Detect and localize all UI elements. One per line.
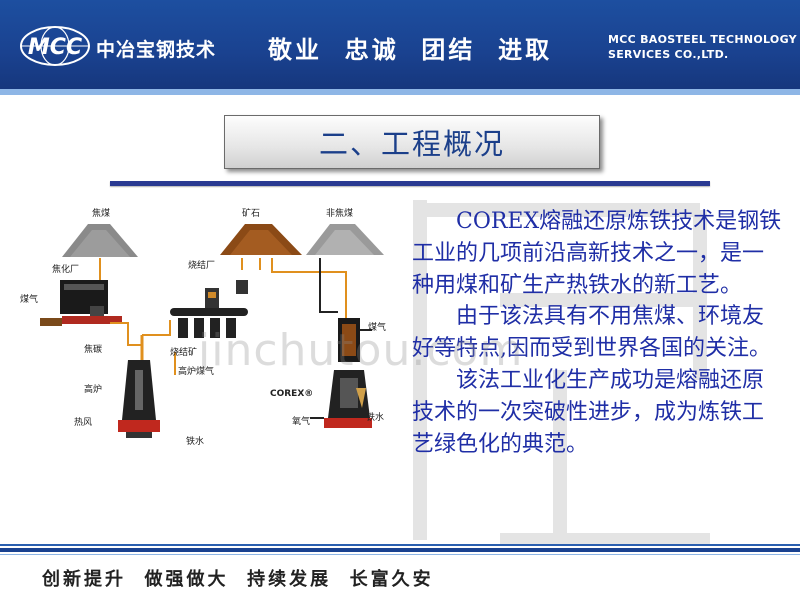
footer	[0, 544, 800, 600]
label-noncoking-coal: 非焦煤	[326, 207, 353, 219]
paragraph-3: 该法工业化生产成功是熔融还原技术的一次突破性进步，成为炼铁工艺绿色化的典范。	[412, 367, 765, 457]
background-watermark-graphic	[413, 200, 710, 547]
paragraph-1: COREX熔融还原炼铁技术是钢铁工业的几项前沿高新技术之一，是一种用煤和矿生产热…	[412, 209, 782, 298]
corex-process-diagram: 焦煤 矿石 非焦煤 焦化厂 烧结厂 煤气 焦碳 烧结矿 高炉 高炉煤气 热风 铁…	[20, 207, 386, 447]
brand-name-en-line1: MCC BAOSTEEL TECHNOLOGY	[608, 33, 797, 46]
brand-name-en-line2: SERVICES CO.,LTD.	[608, 48, 729, 61]
header-banner: MCC 中冶宝钢技术 敬业 忠诚 团结 进取 MCC BAOSTEEL TECH…	[0, 0, 800, 95]
body-text: COREX熔融还原炼铁技术是钢铁工业的几项前沿高新技术之一，是一种用煤和矿生产热…	[412, 206, 782, 460]
blast-furnace-icon	[110, 320, 171, 438]
ore-pile-icon	[220, 224, 302, 255]
label-hot-metal-1: 铁水	[186, 435, 204, 447]
coking-plant-icon	[40, 280, 122, 326]
label-coke: 焦碳	[84, 343, 102, 355]
header-stripe	[0, 89, 800, 95]
noncoking-coal-pile-icon	[306, 224, 384, 255]
footer-lines	[0, 544, 800, 555]
coal-pile-icon	[62, 224, 138, 257]
footer-slogan: 创新提升 做强做大 持续发展 长富久安	[42, 569, 434, 590]
label-coal-gas-2: 煤气	[368, 321, 386, 333]
title-underline	[110, 181, 710, 186]
logo-text: MCC	[28, 35, 82, 60]
brand-name-cn: 中冶宝钢技术	[96, 39, 217, 61]
label-corex: COREX®	[270, 389, 313, 399]
label-gas: 煤气	[20, 293, 38, 305]
label-blast-furnace: 高炉	[84, 383, 102, 395]
label-bf-gas: 高炉煤气	[178, 365, 214, 377]
label-sinter-ore: 烧结矿	[170, 346, 197, 358]
header-slogan: 敬业 忠诚 团结 进取	[268, 36, 553, 64]
label-coking-coal: 焦煤	[92, 207, 110, 219]
page-title: 二、工程概况	[318, 127, 505, 161]
label-ore: 矿石	[242, 207, 260, 219]
label-hot-metal-2: 铁水	[366, 411, 384, 423]
sinter-plant-icon	[170, 280, 248, 338]
title-box: 二、工程概况	[224, 115, 600, 169]
material-flow-lines	[99, 258, 243, 375]
label-oxygen: 氧气	[292, 415, 310, 427]
label-hot-blast: 热风	[74, 416, 92, 428]
label-coking-plant: 焦化厂	[52, 263, 79, 275]
paragraph-2: 由于该法具有不用焦煤、环境友好等特点,因而受到世界各国的关注。	[412, 304, 771, 362]
corex-unit-icon	[259, 258, 372, 428]
label-sinter-plant: 烧结厂	[188, 259, 215, 271]
mcc-logo-icon: MCC	[20, 26, 90, 66]
